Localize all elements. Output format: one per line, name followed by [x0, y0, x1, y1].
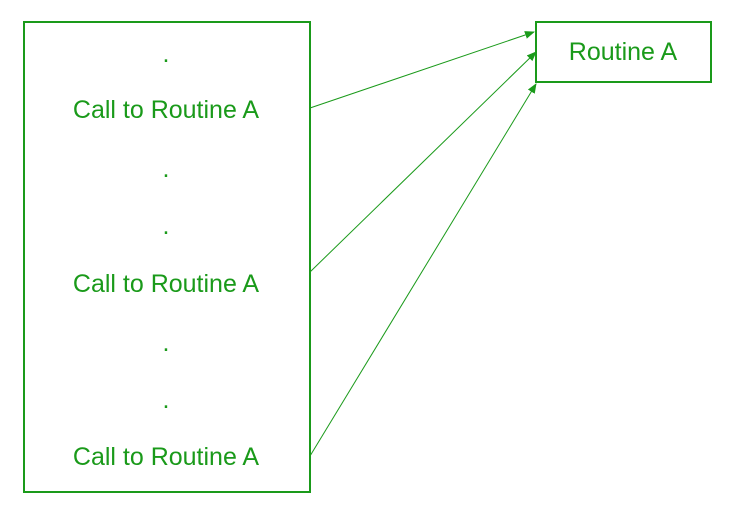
call-arrow-3: [309, 83, 537, 457]
call-routine-a-2: Call to Routine A: [73, 270, 260, 298]
caller-program-box: [23, 21, 311, 493]
call-arrow-1: [309, 31, 535, 109]
call-arrow-2: [309, 51, 537, 273]
ellipsis-dot-4: .: [163, 329, 170, 357]
ellipsis-dot-2: .: [163, 155, 170, 183]
ellipsis-dot-5: .: [163, 386, 170, 414]
call-routine-a-3: Call to Routine A: [73, 443, 260, 471]
ellipsis-dot-3: .: [163, 212, 170, 240]
routine-a-label: Routine A: [569, 38, 678, 66]
call-routine-a-1: Call to Routine A: [73, 96, 260, 124]
ellipsis-dot-1: .: [163, 40, 170, 68]
